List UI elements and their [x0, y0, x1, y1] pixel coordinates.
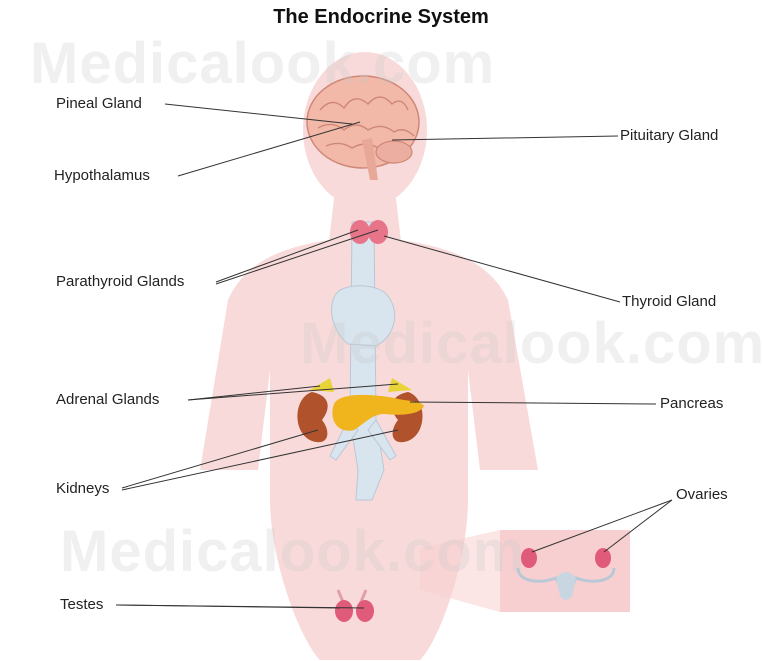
label-thyroid-gland: Thyroid Gland — [622, 293, 716, 311]
label-testes: Testes — [60, 596, 103, 614]
label-pancreas: Pancreas — [660, 395, 723, 413]
diagram-title: The Endocrine System — [0, 6, 762, 29]
watermark: Medicalook.com — [300, 310, 762, 377]
leader-ovaries-2 — [604, 500, 672, 552]
label-pineal-gland: Pineal Gland — [56, 95, 142, 113]
label-parathyroid-glands: Parathyroid Glands — [56, 273, 184, 291]
watermark: Medicalook.com — [30, 30, 495, 97]
label-hypothalamus: Hypothalamus — [54, 167, 150, 185]
label-adrenal-glands: Adrenal Glands — [56, 391, 159, 409]
watermark: Medicalook.com — [60, 518, 525, 585]
label-pituitary-gland: Pituitary Gland — [620, 127, 718, 145]
label-kidneys: Kidneys — [56, 480, 109, 498]
label-ovaries: Ovaries — [676, 486, 728, 504]
